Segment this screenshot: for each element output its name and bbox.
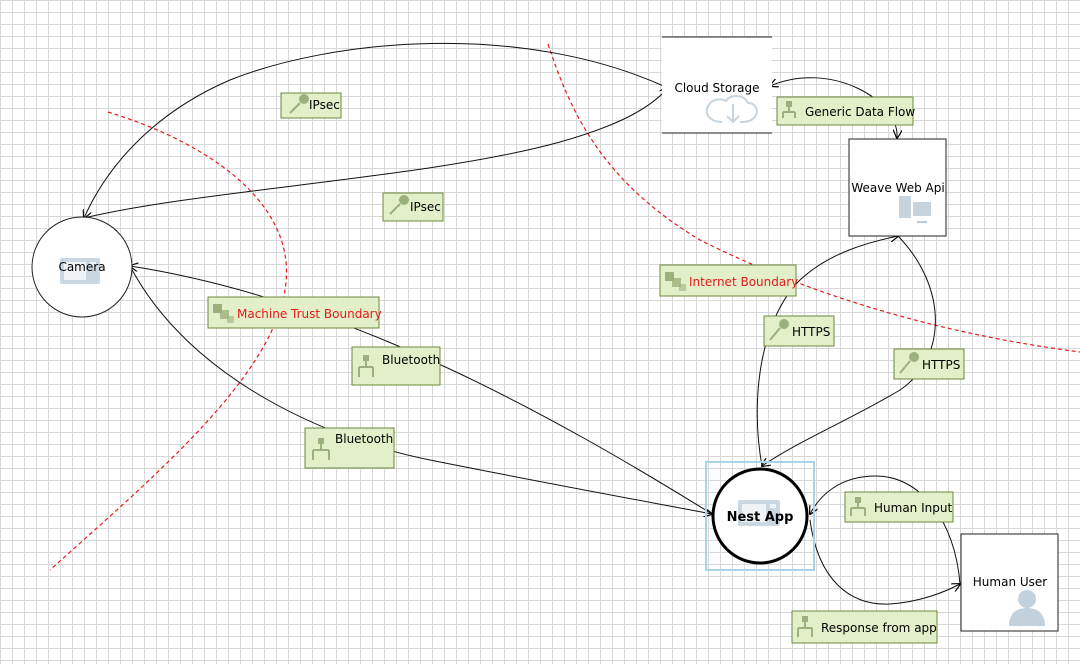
network-icon — [850, 497, 866, 516]
flow-human-input-edge[interactable] — [810, 475, 961, 585]
user-icon — [1009, 590, 1045, 626]
flow-label-generic-data-flow-text: Generic Data Flow — [805, 105, 915, 119]
network-icon — [312, 438, 330, 460]
human-user-label: Human User — [973, 575, 1048, 589]
flow-label-ipsec-2[interactable]: IPsec — [382, 192, 444, 222]
weave-web-api-label: Weave Web Api — [851, 181, 944, 195]
flow-label-bluetooth-1[interactable]: Bluetooth — [351, 346, 441, 386]
boundary-label-machine-trust[interactable]: Machine Trust Boundary — [207, 296, 382, 329]
human-user-node[interactable]: Human User — [960, 533, 1059, 632]
boundary-label-machine-trust-text: Machine Trust Boundary — [237, 307, 382, 321]
key-icon — [389, 195, 409, 215]
flow-label-ipsec-1-text: IPsec — [309, 98, 340, 112]
flow-ipsec-camera-to-cloud-edge[interactable] — [83, 88, 668, 219]
flow-label-bluetooth-1-text: Bluetooth — [382, 353, 440, 367]
flow-label-generic-data-flow[interactable]: Generic Data Flow — [776, 96, 915, 126]
flow-label-https-2[interactable]: HTTPS — [893, 348, 965, 380]
network-icon — [782, 101, 796, 118]
flow-bluetooth-app-to-camera-edge[interactable] — [130, 266, 713, 515]
boundary-label-internet[interactable]: Internet Boundary — [659, 264, 798, 297]
network-icon — [358, 355, 374, 377]
selection-box — [705, 461, 815, 571]
flow-https-api-to-app-edge[interactable] — [762, 235, 936, 466]
boundary-icon — [213, 304, 234, 323]
flow-label-ipsec-2-text: IPsec — [410, 200, 441, 214]
server-icon — [899, 196, 931, 223]
cloud-icon — [705, 95, 758, 124]
flow-label-https-2-text: HTTPS — [922, 358, 960, 372]
internet-boundary-line[interactable] — [547, 43, 1080, 353]
network-icon — [797, 616, 813, 637]
flow-label-bluetooth-2-text: Bluetooth — [335, 432, 393, 446]
weave-web-api-node[interactable]: Weave Web Api — [848, 138, 947, 237]
flow-label-https-1-text: HTTPS — [792, 325, 830, 339]
flow-ipsec-cloud-to-camera-edge[interactable] — [84, 42, 669, 218]
nest-app-label: Nest App — [727, 510, 794, 525]
flow-label-human-input[interactable]: Human Input — [844, 491, 954, 523]
flow-label-https-1[interactable]: HTTPS — [763, 315, 835, 347]
flow-label-response-from-app[interactable]: Response from app — [791, 610, 938, 644]
key-icon — [289, 94, 309, 114]
flow-response-edge[interactable] — [809, 519, 960, 605]
flow-label-bluetooth-2[interactable]: Bluetooth — [304, 427, 395, 469]
app-icon — [738, 500, 780, 526]
flow-label-response-from-app-text: Response from app — [821, 621, 937, 635]
machine-trust-boundary-line[interactable] — [49, 111, 288, 571]
flow-label-ipsec-1[interactable]: IPsec — [280, 92, 342, 119]
boundary-icon — [665, 272, 686, 291]
cloud-storage-label: Cloud Storage — [674, 81, 759, 95]
key-icon — [769, 319, 789, 341]
flow-label-human-input-text: Human Input — [874, 501, 952, 515]
nest-app-node[interactable]: Nest App — [705, 461, 815, 571]
key-icon — [899, 352, 919, 374]
flow-bluetooth-camera-to-app-edge[interactable] — [129, 265, 712, 514]
camera-icon — [60, 258, 100, 284]
camera-label: Camera — [58, 260, 105, 274]
cloud-storage-node[interactable]: Cloud Storage — [662, 36, 772, 134]
boundary-label-internet-text: Internet Boundary — [689, 275, 798, 289]
camera-node[interactable]: Camera — [31, 216, 133, 318]
